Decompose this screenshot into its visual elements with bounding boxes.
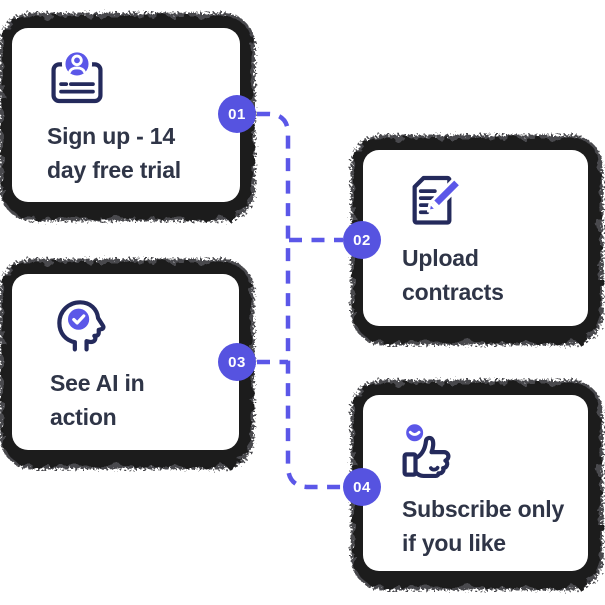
step-number-1: 01 — [228, 105, 246, 123]
step-number-badge-3: 03 — [218, 343, 256, 381]
step-number-4: 04 — [353, 478, 371, 496]
thumbs-up-icon — [402, 421, 451, 479]
head-check-icon — [57, 300, 106, 352]
step-number-3: 03 — [228, 353, 246, 371]
step-title-3: See AI in action — [50, 370, 145, 430]
step-number-badge-1: 01 — [218, 95, 256, 133]
step-number-badge-4: 04 — [343, 468, 381, 506]
id-card-avatar-icon — [51, 48, 103, 104]
step-title-2: Upload contracts — [402, 245, 504, 305]
step-card-signup: Sign up - 14 day free trial — [12, 28, 240, 202]
step-number-badge-2: 02 — [343, 221, 381, 259]
step-card-see-ai: See AI in action — [12, 274, 239, 450]
step-card-upload: Upload contracts — [363, 150, 588, 326]
document-pencil-icon — [412, 175, 462, 225]
step-number-2: 02 — [353, 231, 371, 249]
step-title-1: Sign up - 14 day free trial — [47, 123, 181, 183]
step-title-4: Subscribe only if you like — [402, 496, 565, 556]
step-card-subscribe: Subscribe only if you like — [363, 395, 588, 571]
